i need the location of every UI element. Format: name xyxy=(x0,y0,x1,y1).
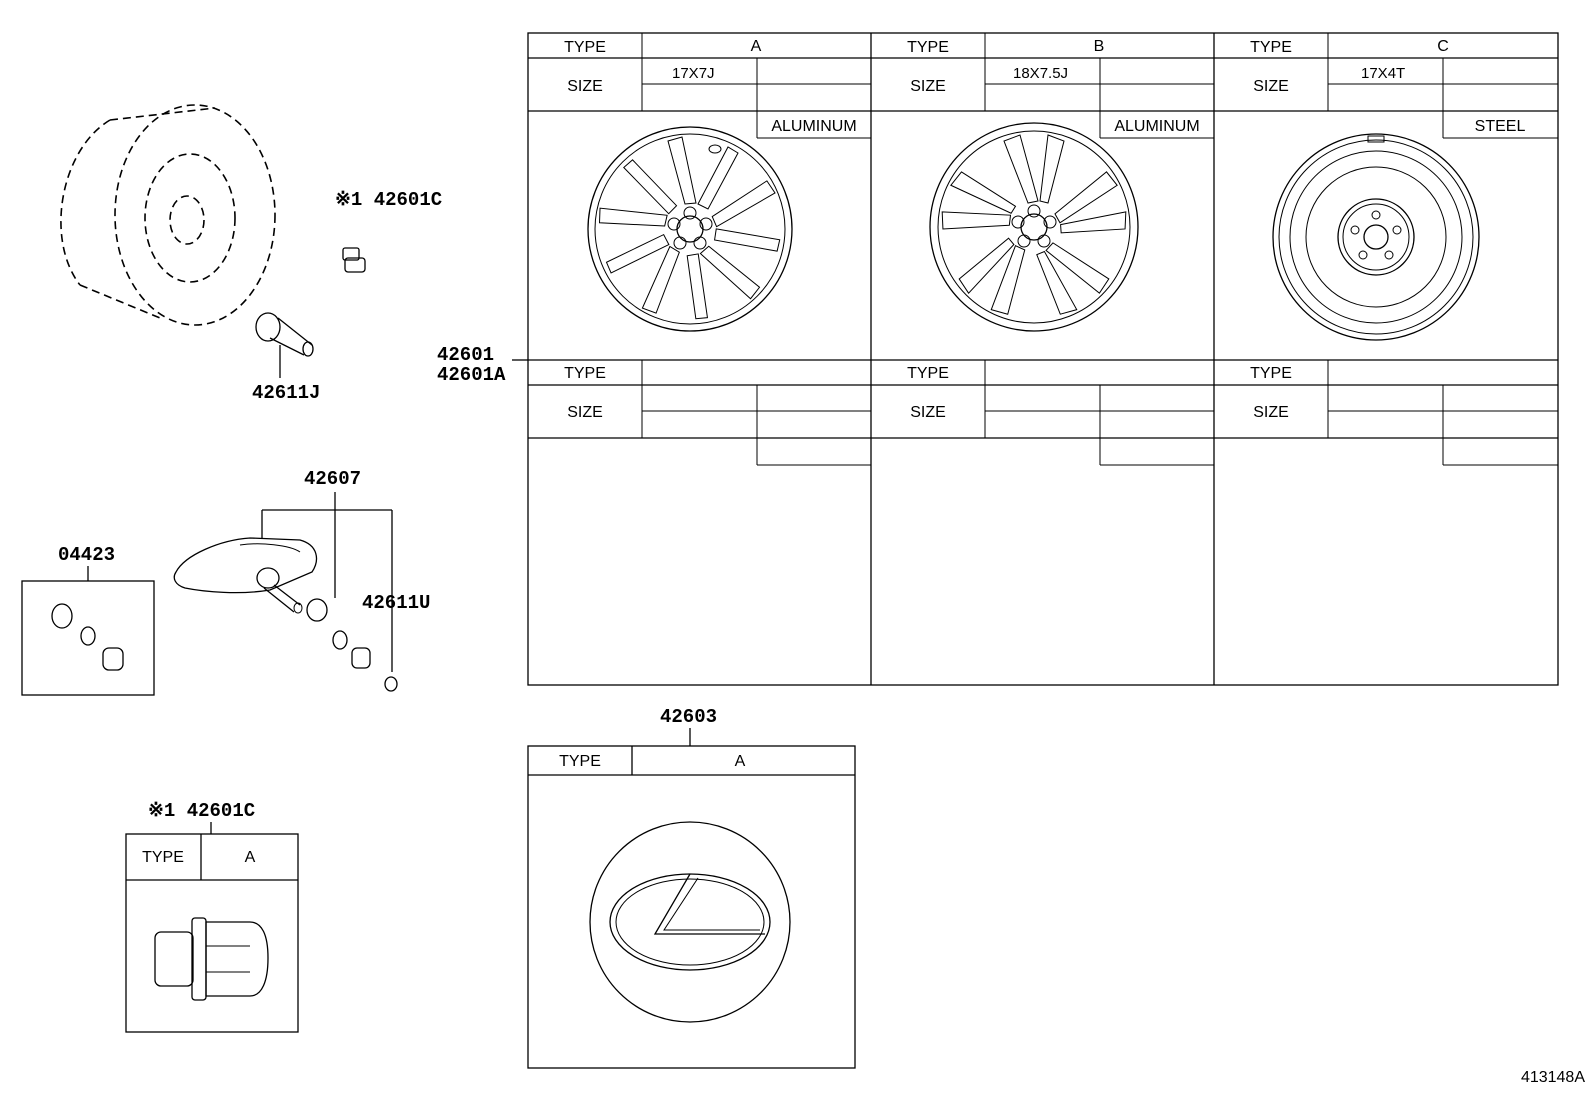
wheel-table-column-b xyxy=(984,33,1214,466)
size-value-b: 18X7.5J xyxy=(1013,65,1068,82)
nut-type-header: TYPE xyxy=(142,849,184,866)
wheel-label[interactable]: 42601 xyxy=(437,344,494,366)
wheel-nut-icon xyxy=(342,247,366,273)
steel-wheel-c-icon xyxy=(1272,133,1480,341)
cap-type-header: TYPE xyxy=(559,753,601,770)
sensor-valve-label[interactable]: 42611U xyxy=(362,592,430,614)
center-cap-logo-icon xyxy=(589,821,791,1023)
sensor-leader xyxy=(261,492,393,672)
alloy-wheel-a-icon xyxy=(587,126,793,333)
size-header-b: SIZE xyxy=(910,78,946,95)
material-a: ALUMINUM xyxy=(771,118,856,135)
type-value-c: C xyxy=(1437,38,1449,55)
size-header-b2: SIZE xyxy=(910,404,946,421)
type-header-b2: TYPE xyxy=(907,365,949,382)
wheel-table-column-a xyxy=(641,33,871,466)
size-value-a: 17X7J xyxy=(672,65,715,82)
size-header-a: SIZE xyxy=(567,78,603,95)
size-header-c2: SIZE xyxy=(1253,404,1289,421)
kit-box xyxy=(21,580,155,696)
nut-table-label[interactable]: ※1 42601C xyxy=(148,800,255,822)
type-header-b: TYPE xyxy=(907,39,949,56)
material-c: STEEL xyxy=(1475,118,1526,135)
wheel-table-column-c xyxy=(1327,33,1558,466)
tire-outline xyxy=(60,104,276,326)
type-header-c: TYPE xyxy=(1250,39,1292,56)
size-value-c: 17X4T xyxy=(1361,65,1405,82)
material-b: ALUMINUM xyxy=(1114,118,1199,135)
kit-parts-icon xyxy=(51,603,124,671)
valve-label[interactable]: 42611J xyxy=(252,382,320,404)
tpms-sensor-icon xyxy=(173,537,398,692)
type-value-b: B xyxy=(1094,38,1105,55)
size-header-c: SIZE xyxy=(1253,78,1289,95)
wheel-table xyxy=(527,32,1559,686)
type-header-a: TYPE xyxy=(564,39,606,56)
type-value-a: A xyxy=(751,38,762,55)
size-header-a2: SIZE xyxy=(567,404,603,421)
cap-label[interactable]: 42603 xyxy=(660,706,717,728)
cap-table xyxy=(527,745,856,1069)
nut-table xyxy=(125,833,299,1033)
lug-nut-icon xyxy=(154,917,269,1001)
valve-stem-icon xyxy=(255,312,314,378)
type-header-a2: TYPE xyxy=(564,365,606,382)
sensor-label[interactable]: 42607 xyxy=(304,468,361,490)
wheel-label-alt[interactable]: 42601A xyxy=(437,364,506,386)
alloy-wheel-b-icon xyxy=(929,122,1139,332)
kit-label[interactable]: 04423 xyxy=(58,544,115,566)
drawing-reference: 413148A xyxy=(1521,1069,1585,1086)
nut-type-value: A xyxy=(245,849,256,866)
cap-type-value: A xyxy=(735,753,746,770)
type-header-c2: TYPE xyxy=(1250,365,1292,382)
wheel-nut-label[interactable]: ※1 42601C xyxy=(335,189,442,211)
